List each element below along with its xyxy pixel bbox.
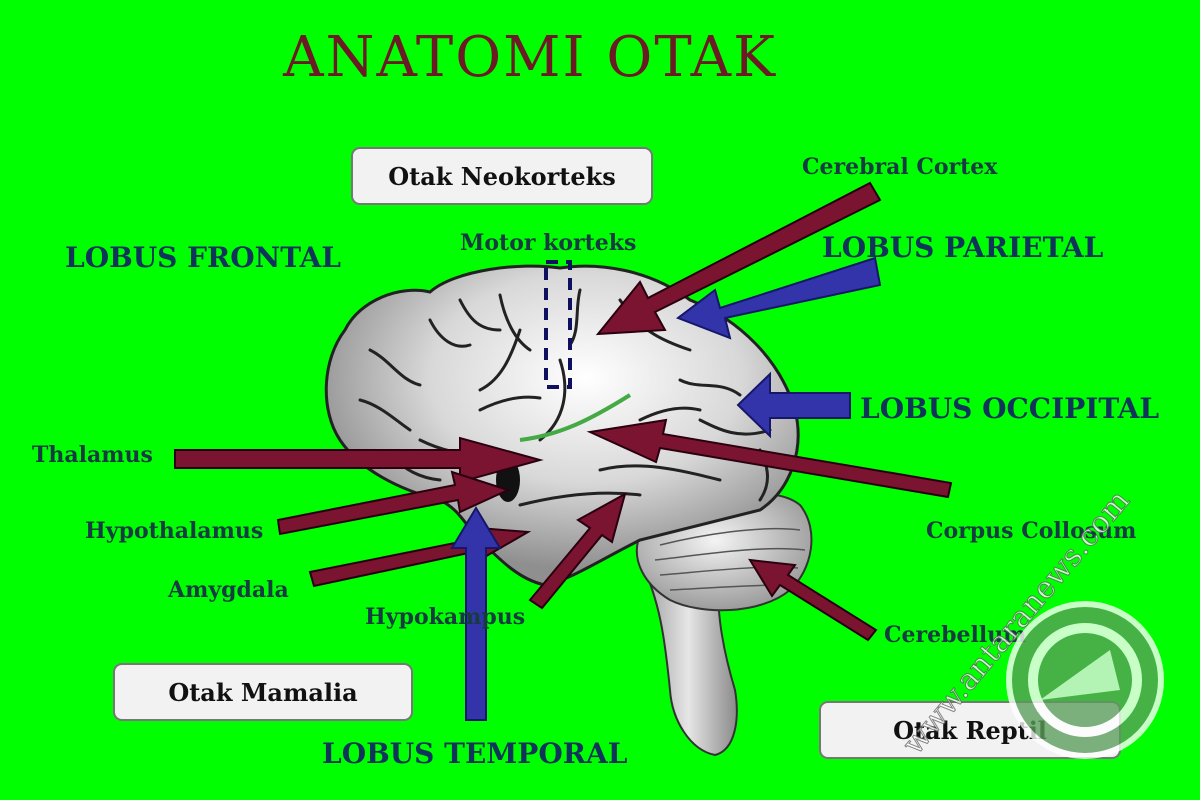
lobe-parietal-label: LOBUS PARIETAL bbox=[822, 231, 1104, 264]
cerebral-cortex-arrow bbox=[595, 181, 882, 336]
hypokampus-label: Hypokampus bbox=[365, 604, 525, 630]
box-neokorteks: Otak Neokorteks bbox=[351, 147, 653, 205]
lobe-occipital-label: LOBUS OCCIPITAL bbox=[860, 392, 1159, 425]
motor-korteks-label: Motor korteks bbox=[460, 230, 636, 256]
box-neokorteks-label: Otak Neokorteks bbox=[388, 162, 616, 191]
hypothalamus-arrow bbox=[276, 470, 511, 536]
vessel-line bbox=[519, 393, 632, 442]
hypothalamus-label: Hypothalamus bbox=[85, 518, 263, 544]
thalamus-label: Thalamus bbox=[32, 442, 153, 468]
hypokampus-arrow bbox=[528, 491, 627, 610]
cerebellum-arrow bbox=[748, 558, 878, 642]
lobe-temporal-label: LOBUS TEMPORAL bbox=[322, 737, 628, 770]
blue-arrows bbox=[450, 256, 882, 721]
parietal-arrow bbox=[675, 256, 882, 340]
corpus-collosum-arrow bbox=[586, 418, 953, 499]
cerebral-cortex-label: Cerebral Cortex bbox=[802, 154, 998, 180]
corpus-collosum-label: Corpus Collosum bbox=[926, 518, 1136, 544]
cerebellum-label: Cerebellum bbox=[884, 622, 1026, 648]
thalamus-arrow bbox=[174, 436, 544, 484]
box-mamalia-label: Otak Mamalia bbox=[168, 678, 357, 707]
page-title: ANATOMI OTAK bbox=[282, 25, 777, 90]
amygdala-label: Amygdala bbox=[167, 577, 289, 603]
lobe-frontal-label: LOBUS FRONTAL bbox=[65, 241, 341, 274]
occipital-arrow bbox=[736, 371, 851, 439]
box-mamalia: Otak Mamalia bbox=[113, 663, 413, 721]
motor-cortex-marker bbox=[544, 260, 572, 389]
temporal-arrow bbox=[450, 506, 502, 721]
